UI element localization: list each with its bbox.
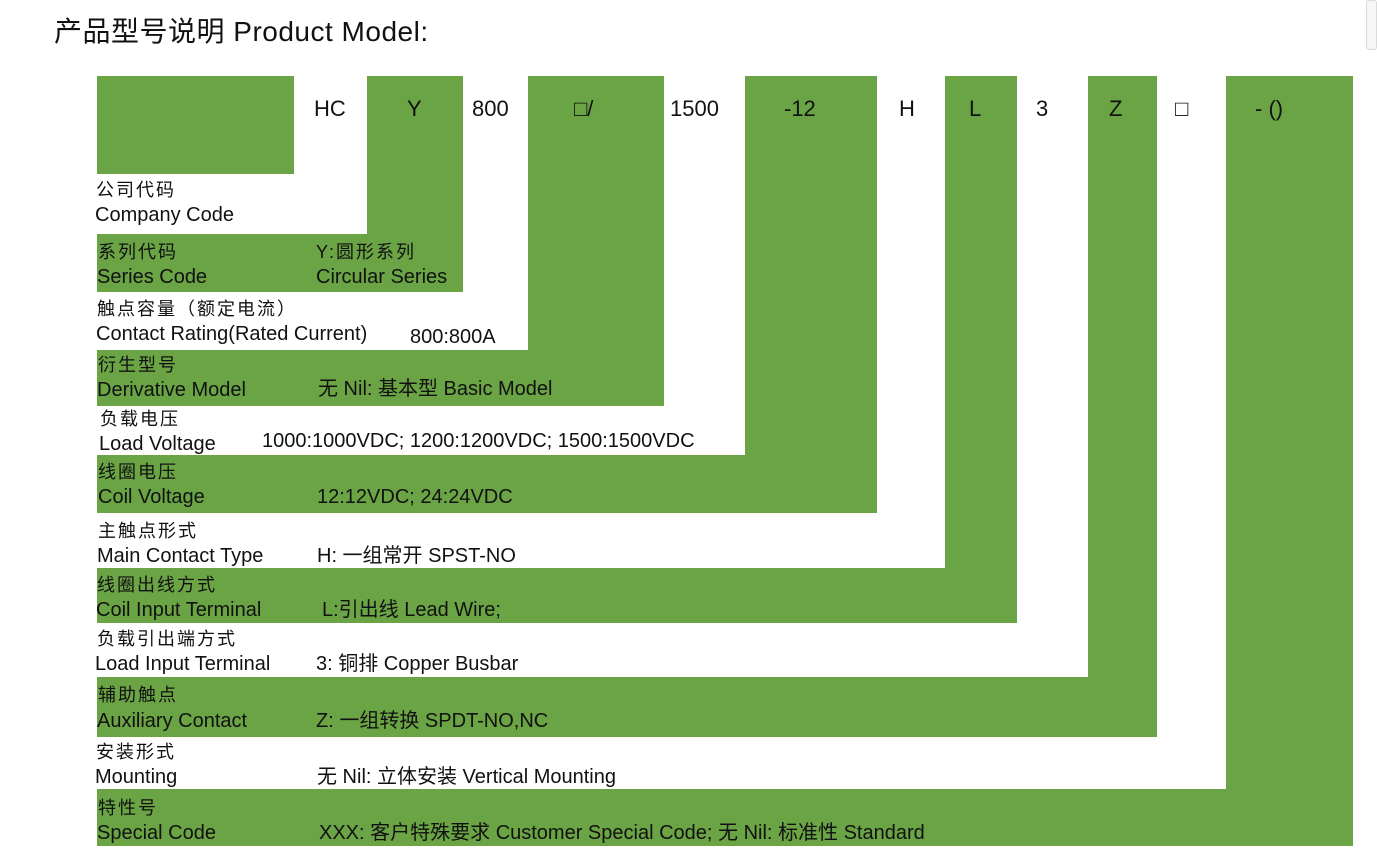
main-contact-type-label: Main Contact Type <box>97 545 264 567</box>
mounting-value: 无 Nil: 立体安装 Vertical Mounting <box>317 766 616 788</box>
special-code-value: XXX: 客户特殊要求 Customer Special Code; 无 Nil… <box>319 822 925 844</box>
auxiliary-contact-value: Z: 一组转换 SPDT-NO,NC <box>316 710 549 732</box>
coil-voltage-bracket-horizontal <box>97 455 877 513</box>
company-code-block <box>97 76 294 174</box>
special-code-label-zh: 特性号 <box>98 798 158 818</box>
series-code-label-zh: 系列代码 <box>98 242 178 262</box>
derivative-model-label-zh: 衍生型号 <box>98 355 178 375</box>
special-code-label: Special Code <box>97 822 216 844</box>
load-input-terminal-label: Load Input Terminal <box>95 653 271 675</box>
coil-input-terminal-value: L:引出线 Lead Wire; <box>322 599 501 621</box>
code-box-slash: □/ <box>574 96 594 121</box>
auxiliary-contact-bracket-vertical <box>1088 76 1157 737</box>
main-contact-type-label-zh: 主触点形式 <box>98 521 198 541</box>
load-input-terminal-label-zh: 负载引出端方式 <box>97 629 237 649</box>
scrollbar[interactable] <box>1366 0 1377 50</box>
company-code-label: Company Code <box>95 204 234 226</box>
mounting-label: Mounting <box>95 766 178 788</box>
series-code-bracket-horizontal <box>97 234 463 292</box>
auxiliary-contact-label-zh: 辅助触点 <box>98 685 178 705</box>
coil-input-bracket-vertical <box>945 76 1017 623</box>
derivative-model-bracket-horizontal <box>97 350 664 406</box>
code-z: Z <box>1109 96 1123 121</box>
coil-voltage-label: Coil Voltage <box>98 486 205 508</box>
coil-input-terminal-label-zh: 线圈出线方式 <box>97 575 217 595</box>
derivative-model-label: Derivative Model <box>97 379 246 401</box>
load-voltage-label-zh: 负载电压 <box>100 409 180 429</box>
coil-voltage-bracket-vertical <box>745 76 877 513</box>
derivative-model-value: 无 Nil: 基本型 Basic Model <box>318 378 553 400</box>
special-code-bracket-horizontal <box>97 789 1353 846</box>
series-code-value: Circular Series <box>316 266 448 288</box>
coil-voltage-label-zh: 线圈电压 <box>98 462 178 482</box>
load-voltage-label: Load Voltage <box>99 433 216 455</box>
company-code-label-zh: 公司代码 <box>96 180 176 200</box>
mounting-label-zh: 安装形式 <box>96 742 176 762</box>
coil-input-bracket-horizontal <box>97 568 1017 623</box>
load-input-terminal-value: 3: 铜排 Copper Busbar <box>316 653 519 675</box>
special-code-bracket-vertical <box>1226 76 1353 846</box>
auxiliary-contact-bracket-horizontal <box>97 677 1157 737</box>
coil-input-terminal-label: Coil Input Terminal <box>96 599 262 621</box>
contact-rating-value: 800:800A <box>410 326 496 348</box>
code-3: 3 <box>1036 96 1049 121</box>
code-box: □ <box>1175 96 1189 121</box>
auxiliary-contact-label: Auxiliary Contact <box>97 710 248 732</box>
code-800: 800 <box>472 96 509 121</box>
code-12: -12 <box>784 96 816 121</box>
contact-rating-label: Contact Rating(Rated Current) <box>96 323 368 345</box>
code-y: Y <box>407 96 422 121</box>
contact-rating-label-zh: 触点容量（额定电流） <box>97 299 297 319</box>
code-special: - () <box>1255 96 1284 121</box>
code-h: H <box>899 96 915 121</box>
page-title: 产品型号说明 Product Model: <box>54 16 429 47</box>
load-voltage-value: 1000:1000VDC; 1200:1200VDC; 1500:1500VDC <box>262 430 695 452</box>
series-code-label: Series Code <box>97 266 208 288</box>
coil-voltage-value: 12:12VDC; 24:24VDC <box>317 486 513 508</box>
code-l: L <box>969 96 982 121</box>
series-code-value-zh: Y:圆形系列 <box>316 242 417 262</box>
main-contact-type-value: H: 一组常开 SPST-NO <box>317 545 516 567</box>
code-1500: 1500 <box>670 96 719 121</box>
code-hc: HC <box>314 96 346 121</box>
